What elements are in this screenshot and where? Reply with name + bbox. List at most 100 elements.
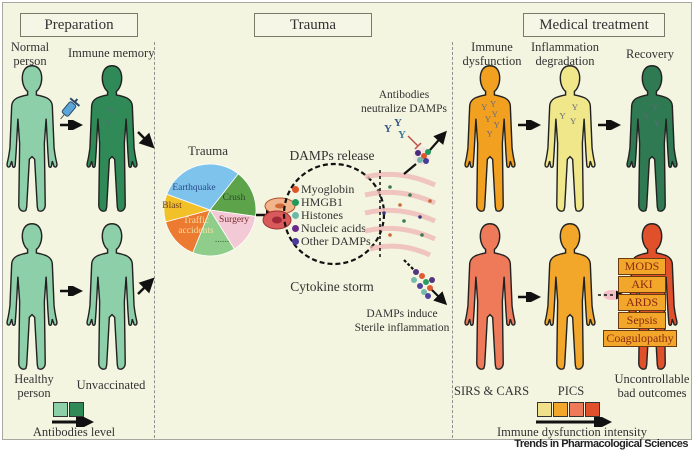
label-line: person xyxy=(17,386,51,400)
label-sirs-cars: SIRS & CARS xyxy=(454,384,530,398)
svg-text:Y: Y xyxy=(384,123,392,135)
pie-slice-blast xyxy=(163,193,212,223)
trauma-pie-chart: EarthquakeCrushSurgery......Trafficaccid… xyxy=(162,163,257,257)
damps-dot-icon xyxy=(292,186,299,193)
label-line: Sterile inflammation xyxy=(354,322,450,334)
label-immune-dysfunction: Immune dysfunction xyxy=(460,40,524,68)
arrow-right xyxy=(60,120,83,130)
svg-text:Y: Y xyxy=(654,118,661,128)
label-line: Inflammation xyxy=(530,40,600,54)
label-normal-person: Normal person xyxy=(6,40,54,68)
damps-item-label: Myoglobin xyxy=(301,182,355,196)
label-line: DAMPs induce xyxy=(366,308,438,320)
figure-healthy-person xyxy=(4,222,60,372)
figure-inflammation-degradation: YYY xyxy=(542,64,598,214)
label-line: neutralize DAMPs xyxy=(361,103,447,115)
label-healthy-person: Healthy person xyxy=(6,372,62,400)
svg-text:Y: Y xyxy=(570,116,577,126)
label-antibodies-neutralize: Antibodies neutralize DAMPs xyxy=(356,88,452,116)
label-line: Immune xyxy=(471,40,513,54)
figure-pics xyxy=(542,222,598,372)
pie-label: Earthquake xyxy=(172,183,215,193)
legend-swatch xyxy=(537,402,552,417)
section-header-preparation: Preparation xyxy=(20,13,138,37)
label-immune-memory: Immune memory xyxy=(68,46,155,60)
svg-text:Y: Y xyxy=(643,111,650,121)
footer-journal: Trends in Pharmacological Sciences xyxy=(514,438,688,450)
legend-swatch-high xyxy=(69,402,84,417)
outcome-mods: MODS xyxy=(618,258,666,275)
label-inflammation-degradation: Inflammation degradation xyxy=(530,40,600,68)
pie-label: Traffic xyxy=(183,215,209,226)
svg-text:Y: Y xyxy=(559,111,566,121)
arrow-down-right xyxy=(137,131,155,149)
legend-label-antibodies: Antibodies level xyxy=(32,425,116,439)
arrow-right xyxy=(518,292,541,302)
outcome-sepsis: Sepsis xyxy=(618,312,666,329)
label-line: Uncontrollable xyxy=(614,372,690,386)
label-uncontrollable: Uncontrollable bad outcomes xyxy=(612,372,692,400)
sterile-inflammation-icon xyxy=(403,259,448,306)
damps-item-label: HMGB1 xyxy=(301,195,344,209)
outcome-ards: ARDS xyxy=(618,294,666,311)
damps-item: Nucleic acids xyxy=(292,222,366,235)
damps-dot-icon xyxy=(292,212,299,219)
label-line: bad outcomes xyxy=(617,386,687,400)
pie-label: Surgery xyxy=(219,215,249,225)
damps-dot-icon xyxy=(292,199,299,206)
outcome-aki: AKI xyxy=(618,276,666,293)
damps-dot-icon xyxy=(292,225,299,232)
label-line: degradation xyxy=(535,54,595,68)
figure-unvaccinated xyxy=(84,222,140,372)
divider-left xyxy=(154,42,155,438)
pie-label: Blast xyxy=(162,201,182,211)
section-header-medical-treatment: Medical treatment xyxy=(523,13,665,37)
damps-item: HMGB1 xyxy=(292,196,343,209)
svg-text:Y: Y xyxy=(398,129,406,141)
arrow-right xyxy=(518,120,541,130)
arrow-right xyxy=(598,120,621,130)
arrow-right xyxy=(60,286,83,296)
legend-arrow xyxy=(536,417,612,427)
label-damps-release: DAMPs release xyxy=(289,148,375,163)
legend-swatch xyxy=(553,402,568,417)
label-line: person xyxy=(13,54,47,68)
svg-text:Y: Y xyxy=(481,102,488,112)
pie-label: Crush xyxy=(223,193,246,203)
legend-swatch xyxy=(585,402,600,417)
pie-slice-crush xyxy=(209,173,257,217)
syringe-icon xyxy=(60,97,80,120)
svg-text:Y: Y xyxy=(494,120,501,130)
pie-slice-earthquake xyxy=(166,163,239,211)
svg-text:Y: Y xyxy=(652,102,659,112)
label-unvaccinated: Unvaccinated xyxy=(76,378,146,392)
svg-text:Y: Y xyxy=(394,117,402,129)
damps-item-label: Nucleic acids xyxy=(301,221,366,235)
svg-text:Y: Y xyxy=(492,109,499,119)
svg-text:Y: Y xyxy=(490,98,497,108)
legend-swatch xyxy=(569,402,584,417)
pie-title: Trauma xyxy=(188,143,228,158)
antibodies-inhibit-icon: Y Y Y xyxy=(384,117,447,175)
damps-item: Myoglobin xyxy=(292,183,354,196)
antibody-icon: Y xyxy=(108,105,115,115)
damps-dot-icon xyxy=(292,238,299,245)
damps-item: Histones xyxy=(292,209,343,222)
outcome-coagulopathy: Coagulopathy xyxy=(603,330,677,347)
label-line: Healthy xyxy=(14,372,54,386)
antibody-icon: Y xyxy=(105,118,112,128)
label-line: dysfunction xyxy=(462,54,522,68)
label-pics: PICS xyxy=(557,384,585,398)
figure-normal-person xyxy=(4,64,60,214)
svg-text:Y: Y xyxy=(572,102,579,112)
section-header-trauma: Trauma xyxy=(254,13,372,37)
divider-right xyxy=(452,42,453,438)
figure-sirs-cars xyxy=(462,222,518,372)
label-line: Antibodies xyxy=(378,89,430,101)
damps-item-label: Histones xyxy=(301,208,343,222)
label-recovery: Recovery xyxy=(626,47,674,61)
dna-helix-illustration xyxy=(364,170,437,260)
legend-swatch-low xyxy=(53,402,68,417)
pie-label: accidents xyxy=(178,226,214,236)
label-cytokine-storm: Cytokine storm xyxy=(290,279,374,294)
